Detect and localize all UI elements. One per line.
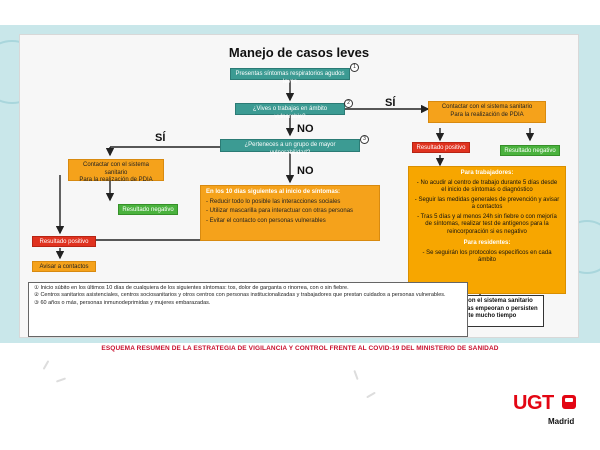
no-label-2: NO [297, 165, 314, 177]
decorative-dash [55, 377, 67, 383]
workers-item-1: - No acudir al centro de trabajo durante… [416, 179, 558, 194]
decorative-dash [353, 369, 359, 381]
decorative-dash [366, 391, 376, 399]
diagram-title: Manejo de casos leves [228, 45, 370, 60]
ugt-logo: UGT [513, 392, 578, 415]
ten-days-guidance-box: En los 10 días siguientes al inicio de s… [200, 185, 380, 241]
vulnerable-group-question: ¿Perteneces a un grupo de mayor vulnerab… [220, 139, 360, 156]
ten-days-heading: En los 10 días siguientes al inicio de s… [206, 189, 341, 195]
workers-guidance-box: Para trabajadores: - No acudir al centro… [408, 166, 566, 294]
workers-item-3: - Tras 5 días y al menos 24h sin fiebre … [417, 213, 557, 235]
ten-days-item-1: - Reducir todo lo posible las interaccio… [206, 198, 341, 205]
note-marker-3: 3 [360, 135, 369, 144]
workers-heading: Para trabajadores: [460, 170, 514, 176]
negative-result-right: Resultado negativo [500, 145, 560, 156]
footnote-2: ② Centros sanitarios asistenciales, cent… [34, 292, 446, 299]
footnote-1: ① Inicio súbito en los últimos 10 días d… [34, 285, 349, 291]
footnotes-box: ① Inicio súbito en los últimos 10 días d… [28, 282, 468, 337]
ten-days-item-3: - Evitar el contacto con personas vulner… [206, 217, 326, 224]
ugt-fist-icon [562, 395, 577, 409]
yes-label-right: SÍ [385, 97, 396, 109]
note-marker-1: 1 [350, 63, 359, 72]
residents-item: - Se seguirán los protocolos específicos… [422, 249, 552, 264]
symptoms-box: Presentas síntomas respiratorios agudos … [230, 68, 350, 85]
yes-label-left: SÍ [155, 132, 166, 144]
no-label-1: NO [297, 123, 314, 135]
region-label: Madrid [548, 417, 575, 426]
ten-days-item-2: - Utilizar mascarilla para interactuar c… [206, 208, 354, 214]
vulnerable-setting-question: ¿Vives o trabajas en ámbito vulnerable? [235, 103, 345, 120]
positive-result-left: Resultado positivo [32, 236, 96, 247]
decorative-dash [42, 360, 50, 370]
footnote-3: ③ 60 años o más, personas inmunodeprimid… [34, 299, 211, 306]
ugt-brand-text: UGT [513, 392, 554, 414]
residents-heading: Para residentes: [463, 240, 511, 246]
positive-result-right: Resultado positivo [412, 142, 470, 153]
contact-health-system-left: Contactar con el sistema sanitario Para … [68, 159, 164, 183]
contact-health-system-right: Contactar con el sistema sanitario Para … [428, 101, 546, 123]
notify-contacts-box: Avisar a contactos [32, 261, 96, 272]
note-marker-2: 2 [344, 99, 353, 108]
slide-caption: ESQUEMA RESUMEN DE LA ESTRATEGIA DE VIGI… [101, 345, 499, 352]
negative-result-left: Resultado negativo [118, 204, 178, 215]
workers-item-2: - Seguir las medidas generales de preven… [414, 196, 560, 211]
